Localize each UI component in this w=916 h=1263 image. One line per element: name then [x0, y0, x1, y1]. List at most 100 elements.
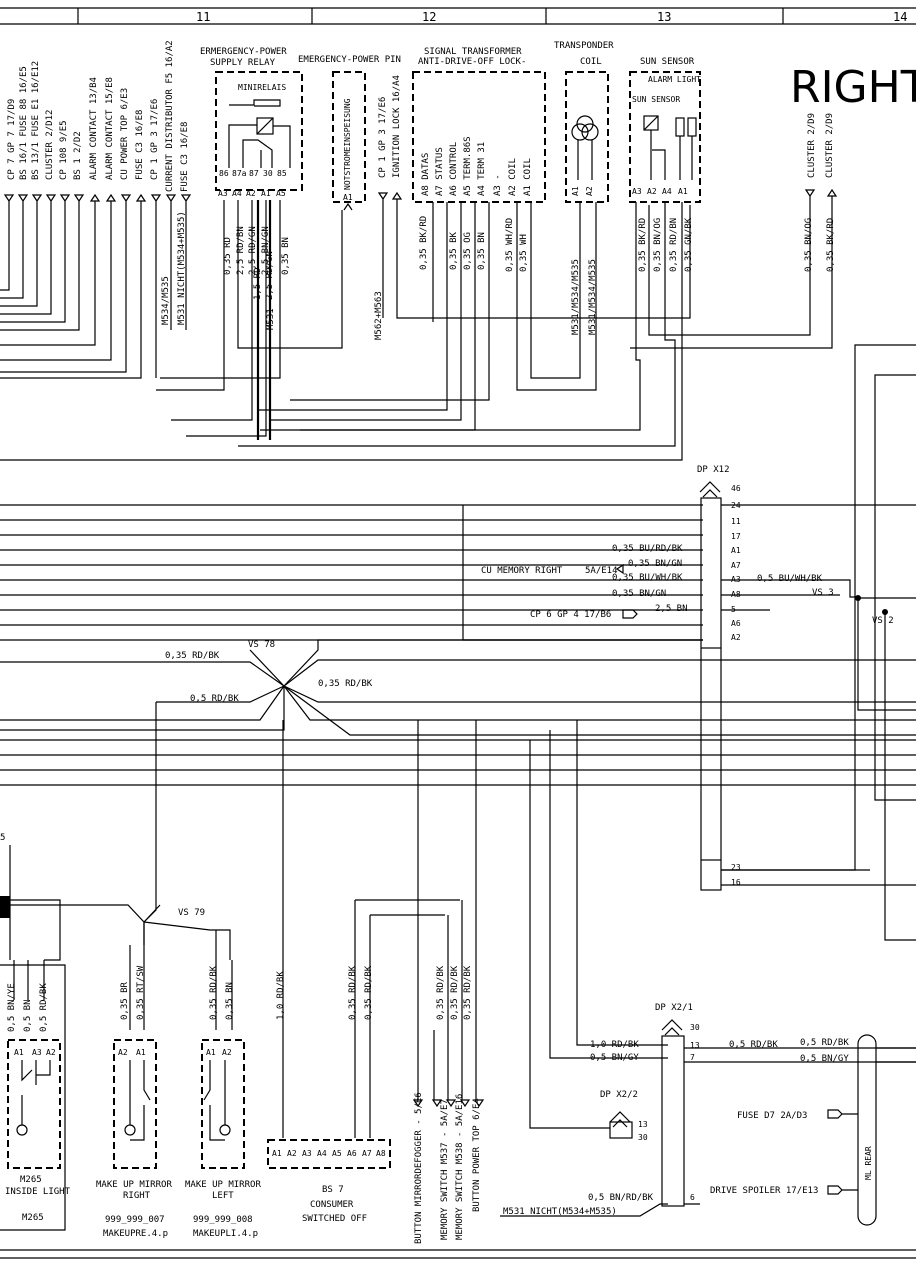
relay-wire-1: 2,5 RD/BN — [236, 226, 246, 275]
inside-pin-A3: A3 — [32, 1048, 42, 1057]
mirror-r-label-2: RIGHT — [123, 1191, 151, 1201]
mid-wire-0: 1,0 RD/BK — [276, 971, 286, 1020]
left-connector-7: ALARM CONTACT 15/E8 — [105, 77, 115, 180]
left-connector-10: CP 1 GP 3 17/E6 — [150, 99, 160, 180]
relay-conn-A1: A1 — [261, 189, 271, 198]
sun-sensor: SUN SENSOR ALARM LIGHT SUN SENSOR A3 A2 … — [629, 57, 701, 203]
page-title: RIGHT — [790, 62, 916, 113]
bs7-pin-A2: A2 — [287, 1149, 297, 1158]
x12-right-wire: 0,5 BU/WH/BK — [757, 574, 823, 584]
bs7-pin-A4: A4 — [317, 1149, 327, 1158]
sun-wire-0: 0,35 BK/RD — [638, 218, 648, 272]
sun-pin-A4: A4 — [662, 187, 672, 196]
switch-wire-2: 0,35 RD/BK — [463, 965, 473, 1020]
x2-1-pin-6: 6 — [690, 1193, 695, 1202]
left-connector-11: CURRENT DISTRIBUTOR F5 16/A2 — [165, 40, 175, 192]
vertical-label-3: BUTTON POWER TOP 6/E4 — [472, 1098, 482, 1212]
left-connector-9: FUSE C3 16/E8 — [135, 110, 145, 180]
relay-conn-A3: A3 — [218, 189, 228, 198]
left-connector-12: FUSE C3 16/E8 — [180, 122, 190, 192]
mirror-r-ref-2: MAKEUPRE.4.p — [103, 1229, 168, 1239]
mirror-r-pin-A1: A1 — [136, 1048, 146, 1057]
left-connector-8: CU POWER TOP 6/E3 — [120, 88, 130, 180]
left-ground-mark — [0, 896, 10, 918]
sun-wire-3: 0,35 GN/BK — [684, 217, 694, 272]
relay-pin-86: 86 — [219, 169, 229, 178]
signal-transformer: SIGNAL TRANSFORMER ANTI-DRIVE-OFF LOCK- … — [412, 47, 546, 203]
splice-vs79: VS 79 — [0, 702, 231, 960]
x2-1-wire-left-1: 0,5 BN/GY — [590, 1053, 639, 1063]
vs3-label: VS 3 — [812, 588, 834, 598]
grid-col-13: 13 — [657, 10, 671, 24]
vs78-wire-1: 0,35 RD/BK — [165, 651, 220, 661]
x12-wire-3: 0,35 BN/GN — [612, 589, 666, 599]
sun-title: SUN SENSOR — [640, 57, 695, 67]
cluster-wire-2: 0,35 BK/RD — [826, 218, 836, 272]
bs7-pin-A8: A8 — [376, 1149, 386, 1158]
left-connector-3: CLUSTER 2/D12 — [45, 110, 55, 180]
top-wire-labels: 0,35 RD 2,5 RD/BN 2,5 RD/GN 1,5 RD 2,5 B… — [161, 211, 694, 340]
cp6-label: CP 6 GP 4 17/B6 — [530, 610, 611, 620]
x12-pin-11: 11 — [731, 517, 741, 526]
left-connector-1: BS 16/1 FUSE 88 16/E5 — [19, 66, 29, 180]
transponder-wire-1: M531/M534/M535 — [588, 259, 598, 335]
pin-A1: A1 — [343, 193, 353, 202]
x2-1-m531: M531 NICHT(M534+M535) — [503, 1207, 617, 1217]
dp-x2-1: DP X2/1 30 13 7 6 1,0 RD/BK 0,5 BN/GY 0,… — [500, 1003, 916, 1217]
bottom-vertical-labels: BUTTON MIRRORDEFOGGER - 5/E6 MEMORY SWIT… — [414, 1092, 482, 1244]
left-connector-6: ALARM CONTACT 13/B4 — [89, 77, 99, 180]
switch-wire-0: 0,35 RD/BK — [436, 965, 446, 1020]
transformer-wire-0: 0,35 BK/RD — [419, 216, 429, 270]
relay-conn-A5: A5 — [276, 189, 286, 198]
inside-pin-A2: A2 — [46, 1048, 56, 1057]
inside-light-m265: A1 A3 A2 M265 INSIDE LIGHT M265 — [0, 964, 71, 1231]
mirror-r-label-1: MAKE UP MIRROR — [96, 1180, 172, 1190]
m-label-0: M534/M535 — [161, 276, 171, 325]
x2-1-wire-right-1: 0,5 RD/BK — [800, 1038, 849, 1048]
left-connector-4: CP 108 9/E5 — [59, 120, 69, 180]
mirror-l-pin-A2: A2 — [222, 1048, 232, 1057]
x12-pin-16: 16 — [731, 878, 741, 887]
left-connector-5: BS 1 2/D2 — [73, 131, 83, 180]
switch-wire-1: 0,35 RD/BK — [450, 965, 460, 1020]
transformer-pin-A1: A1 COIL — [523, 158, 533, 196]
bs7-wire-1: 0,35 RD/BK — [364, 965, 374, 1020]
x2-1-pin-30: 30 — [690, 1023, 700, 1032]
sun-pin-A2: A2 — [647, 187, 657, 196]
x12-wire-0: 0,35 BU/RD/BK — [612, 544, 683, 554]
emergency-power-pin: EMERGENCY-POWER PIN NOTSTROMEINSPEISUNG … — [298, 55, 401, 211]
x12-pin-17: 17 — [731, 532, 741, 541]
bs7-label-1: BS 7 — [322, 1185, 344, 1195]
x12-wire-2: 0,35 BU/WH/BK — [612, 573, 683, 583]
mirror-r-wire-1: 0,35 RT/SW — [136, 965, 146, 1020]
sun-wire-1: 0,35 BN/OG — [653, 218, 663, 272]
mirror-l-label-2: LEFT — [212, 1191, 234, 1201]
dp-x12-label: DP X12 — [697, 465, 730, 475]
inside-label-1: M265 — [20, 1175, 42, 1185]
relay-pin-85: 85 — [277, 169, 287, 178]
transformer-title-1: SIGNAL TRANSFORMER — [424, 47, 522, 57]
relay-conn-A2: A2 — [246, 189, 256, 198]
mirror-l-wire-0: 0,35 RD/BK — [209, 965, 219, 1020]
mirror-l-ref-2: MAKEUPLI.4.p — [193, 1229, 258, 1239]
x12-pin-23: 23 — [731, 863, 741, 872]
bs7-pin-A1: A1 — [272, 1149, 282, 1158]
x2-1-wire-left-0: 1,0 RD/BK — [590, 1040, 639, 1050]
ignition-connectors: CP 1 GP 3 17/E6 IGNITION LOCK 16/A4 — [377, 75, 691, 319]
relay-title-1: ERMERGENCY-POWER — [200, 47, 287, 57]
transformer-pin-A2: A2 COIL — [508, 158, 518, 196]
bs7-pin-A3: A3 — [302, 1149, 312, 1158]
sun-pin-A1: A1 — [678, 187, 688, 196]
left-connector-0: CP 7 GP 7 17/D9 — [7, 99, 17, 180]
mirror-right: A2 A1 MAKE UP MIRROR RIGHT 999_999_007 M… — [96, 1039, 172, 1239]
transponder-pin-A1: A1 — [571, 186, 580, 196]
drive-spoiler-label: DRIVE SPOILER 17/E13 — [710, 1186, 818, 1196]
m562-label: M562+M563 — [374, 291, 384, 340]
relay-title-2: SUPPLY RELAY — [210, 58, 276, 68]
mirror-l-ref-1: 999_999_008 — [193, 1215, 253, 1225]
relay-inner-label: MINIRELAIS — [238, 83, 286, 92]
mirror-l-pin-A1: A1 — [206, 1048, 216, 1057]
transformer-pin-A5: A5 TERM.86S — [463, 136, 473, 196]
mirror-l-wire-1: 0,35 BN — [225, 982, 235, 1020]
